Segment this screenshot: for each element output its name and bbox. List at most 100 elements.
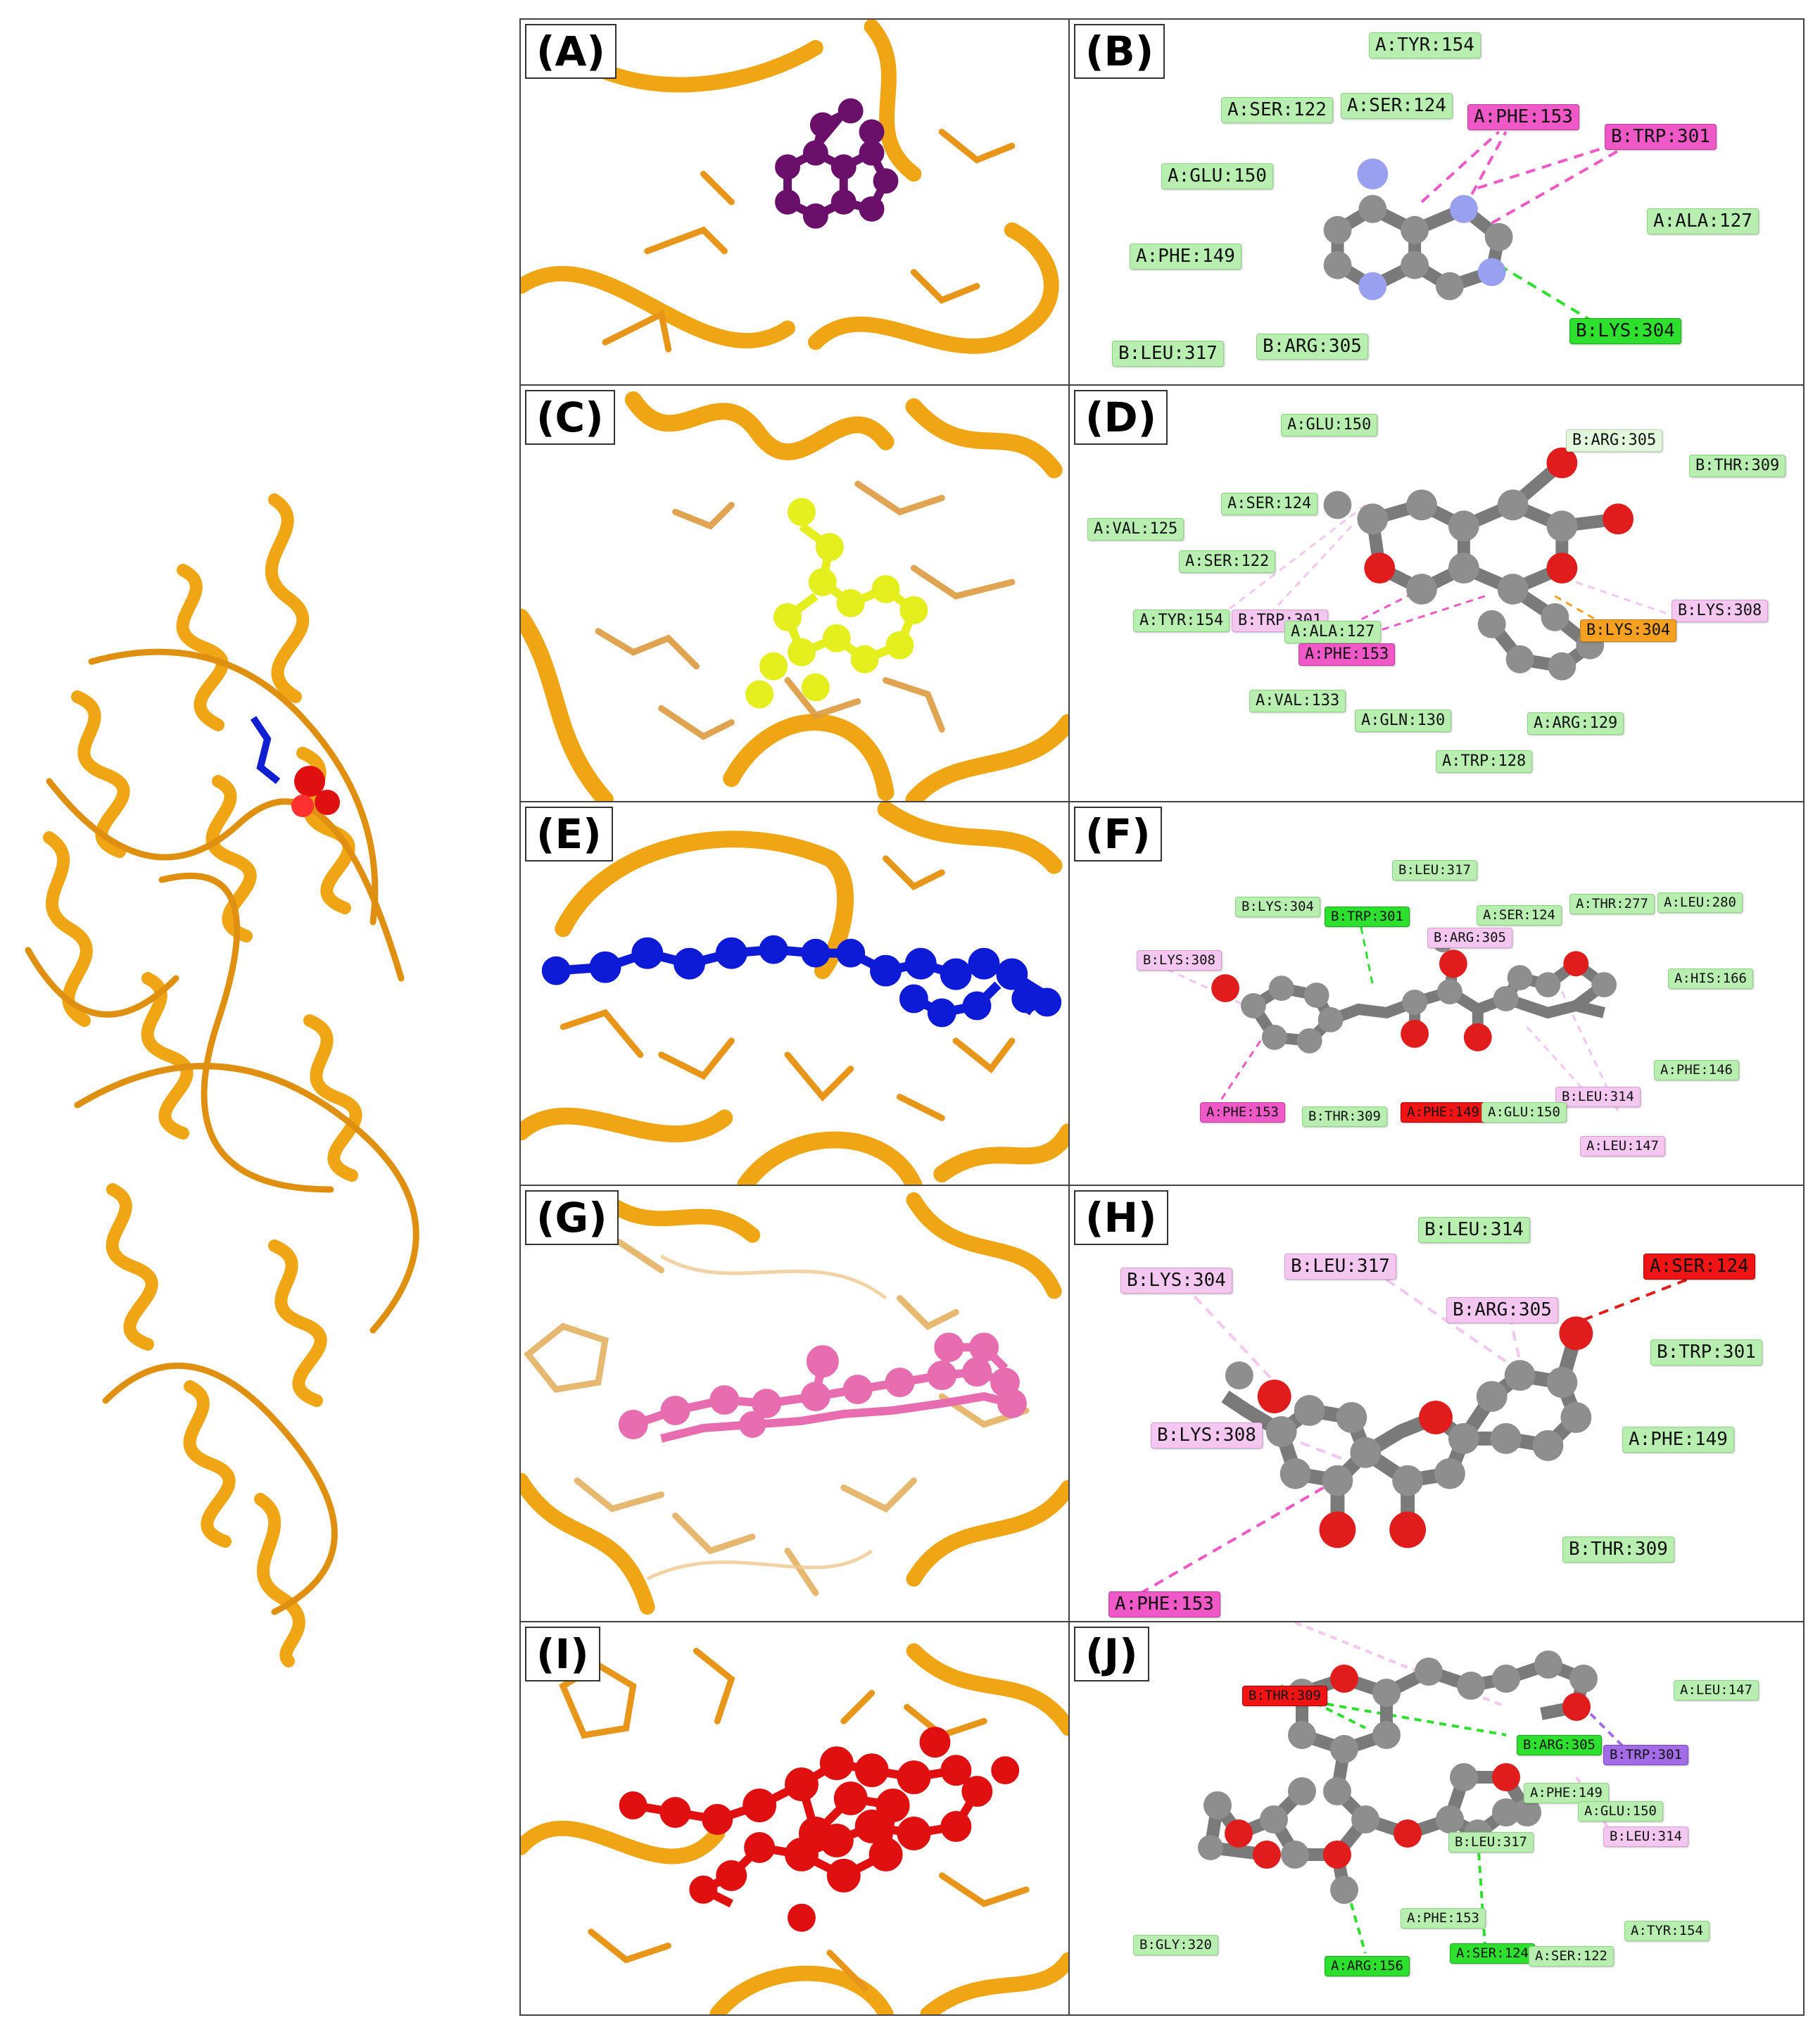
- residue-label: A:SER:124: [1477, 905, 1562, 926]
- ligand-j: [1198, 1651, 1598, 1904]
- residue-label: A:ALA:127: [1647, 208, 1759, 235]
- residue-label: A:SER:124: [1450, 1943, 1535, 1964]
- residue-label: A:TYR:154: [1369, 32, 1481, 59]
- panel-label-i: (I): [525, 1627, 600, 1681]
- residue-label: A:ARG:156: [1325, 1956, 1410, 1976]
- residue-label: A:PHE:149: [1130, 244, 1241, 270]
- residue-label: A:ALA:127: [1284, 621, 1382, 644]
- panel-label-a: (A): [525, 24, 617, 79]
- residue-label: A:LEU:147: [1674, 1680, 1759, 1700]
- panel-a: (A): [521, 20, 1070, 384]
- panel-label-d: (D): [1074, 390, 1168, 445]
- residue-label: A:TYR:154: [1133, 610, 1230, 633]
- ligand-g: [618, 1332, 1027, 1443]
- residue-label: A:TRP:128: [1436, 750, 1533, 774]
- residue-label: A:SER:122: [1179, 550, 1276, 574]
- residue-label: B:LYS:304: [1235, 897, 1320, 917]
- panel-label-j: (J): [1074, 1627, 1149, 1681]
- residue-label: B:LYS:308: [1672, 600, 1769, 623]
- residue-label: A:PHE:149: [1524, 1783, 1609, 1803]
- residue-label: B:ARG:305: [1517, 1735, 1602, 1755]
- residue-label: A:SER:124: [1643, 1254, 1755, 1280]
- ligand-e: [541, 935, 1062, 1028]
- residue-label: A:PHE:153: [1108, 1591, 1220, 1618]
- residue-label: A:LEU:280: [1657, 892, 1743, 913]
- residue-label: B:THR:309: [1302, 1106, 1387, 1127]
- residue-label: B:GLY:320: [1133, 1935, 1218, 1955]
- residue-label: B:THR:309: [1562, 1536, 1674, 1563]
- residue-label: B:ARG:305: [1566, 429, 1663, 453]
- panel-c: (C): [521, 386, 1070, 801]
- residue-label: A:PHE:153: [1200, 1102, 1285, 1123]
- panel-label-f: (F): [1074, 807, 1162, 862]
- residue-label: B:ARG:305: [1256, 334, 1368, 360]
- residue-label: A:GLU:150: [1161, 163, 1273, 190]
- residue-label: B:TRP:301: [1603, 1745, 1688, 1765]
- residue-label: A:GLU:150: [1578, 1801, 1663, 1822]
- residue-label: A:THR:277: [1569, 894, 1655, 914]
- residue-label: A:PHE:153: [1467, 104, 1579, 131]
- panel-label-h: (H): [1074, 1190, 1168, 1245]
- residue-label: B:LEU:317: [1112, 341, 1224, 367]
- residue-label: A:LEU:147: [1580, 1136, 1665, 1156]
- residue-label: A:PHE:153: [1401, 1908, 1486, 1929]
- residue-label: B:LEU:314: [1603, 1826, 1688, 1847]
- residue-label: A:PHE:146: [1654, 1060, 1739, 1080]
- residue-label: B:ARG:305: [1427, 928, 1512, 948]
- ligand-f: [1211, 933, 1617, 1054]
- residue-label: A:VAL:133: [1249, 690, 1346, 713]
- row-gh: (G): [521, 1186, 1803, 1622]
- residue-label: B:LYS:304: [1580, 619, 1677, 643]
- residue-label: B:LYS:304: [1120, 1268, 1232, 1294]
- residue-label: A:HIS:166: [1668, 968, 1753, 989]
- residue-label: B:TRP:301: [1650, 1339, 1762, 1366]
- residue-label: A:SER:124: [1341, 93, 1453, 120]
- residue-label: A:VAL:125: [1087, 518, 1184, 541]
- ligand-b: [1323, 158, 1513, 301]
- residue-label: B:LYS:308: [1151, 1422, 1263, 1449]
- row-cd: (C): [521, 386, 1803, 802]
- panel-e: (E): [521, 802, 1070, 1185]
- residue-label: B:LEU:314: [1418, 1217, 1530, 1244]
- residue-label: A:PHE:149: [1401, 1102, 1486, 1123]
- panel-h: (H) B:LEU:314 B:LEU:317 A:SER:124 B:LYS:…: [1070, 1186, 1803, 1621]
- residue-label: A:ARG:129: [1527, 712, 1624, 736]
- residue-label: B:LYS:308: [1137, 950, 1222, 971]
- residue-label: B:LEU:317: [1448, 1832, 1534, 1853]
- residue-label: A:SER:122: [1221, 97, 1333, 124]
- residue-label: B:LYS:304: [1569, 318, 1681, 345]
- residue-label: A:SER:124: [1221, 493, 1318, 516]
- panel-f: (F) B:LEU:317 B:LYS:304 B:TRP:301 A:SER:…: [1070, 802, 1803, 1185]
- residue-label: B:TRP:301: [1325, 907, 1410, 927]
- residue-label: A:SER:122: [1529, 1946, 1614, 1967]
- row-ab: (A): [521, 20, 1803, 386]
- ligand-i: [619, 1727, 1020, 1932]
- row-ij: (I): [521, 1622, 1803, 2014]
- residue-label: A:GLU:150: [1481, 1102, 1567, 1123]
- bound-ligands: [250, 716, 340, 817]
- panel-label-e: (E): [525, 807, 613, 862]
- residue-label: B:LEU:314: [1555, 1087, 1641, 1107]
- residue-label: A:PHE:153: [1298, 643, 1396, 667]
- ligand-c: [745, 498, 928, 709]
- panel-label-c: (C): [525, 390, 615, 445]
- panel-g: (G): [521, 1186, 1070, 1621]
- residue-label: B:LEU:317: [1392, 860, 1477, 881]
- residue-label: A:TYR:154: [1624, 1921, 1710, 1941]
- panel-j: (J) B:THR:309 A:LEU:147 B:ARG:305 B:TRP:…: [1070, 1622, 1803, 2014]
- docking-figure-grid: (A): [519, 18, 1805, 2016]
- panel-b: (B) A:TYR:154 A:SER:122 A:SER:124 A:PHE:…: [1070, 20, 1803, 384]
- residue-label: B:ARG:305: [1446, 1297, 1558, 1324]
- residue-label: B:TRP:301: [1605, 124, 1717, 151]
- residue-label: B:THR:309: [1689, 455, 1786, 478]
- ligand-h: [1221, 1316, 1593, 1548]
- panel-i: (I): [521, 1622, 1070, 2014]
- row-ef: (E): [521, 802, 1803, 1186]
- ligand-d: [1323, 447, 1634, 681]
- residue-label: A:GLU:150: [1281, 414, 1378, 437]
- residue-label: A:GLN:130: [1355, 709, 1452, 733]
- residue-label: B:THR:309: [1242, 1686, 1327, 1706]
- panel-label-g: (G): [525, 1190, 619, 1245]
- protein-overview: [25, 493, 419, 1667]
- panel-d: (D) A:GLU:150 B:ARG:305 B:THR:309 A:SER:…: [1070, 386, 1803, 801]
